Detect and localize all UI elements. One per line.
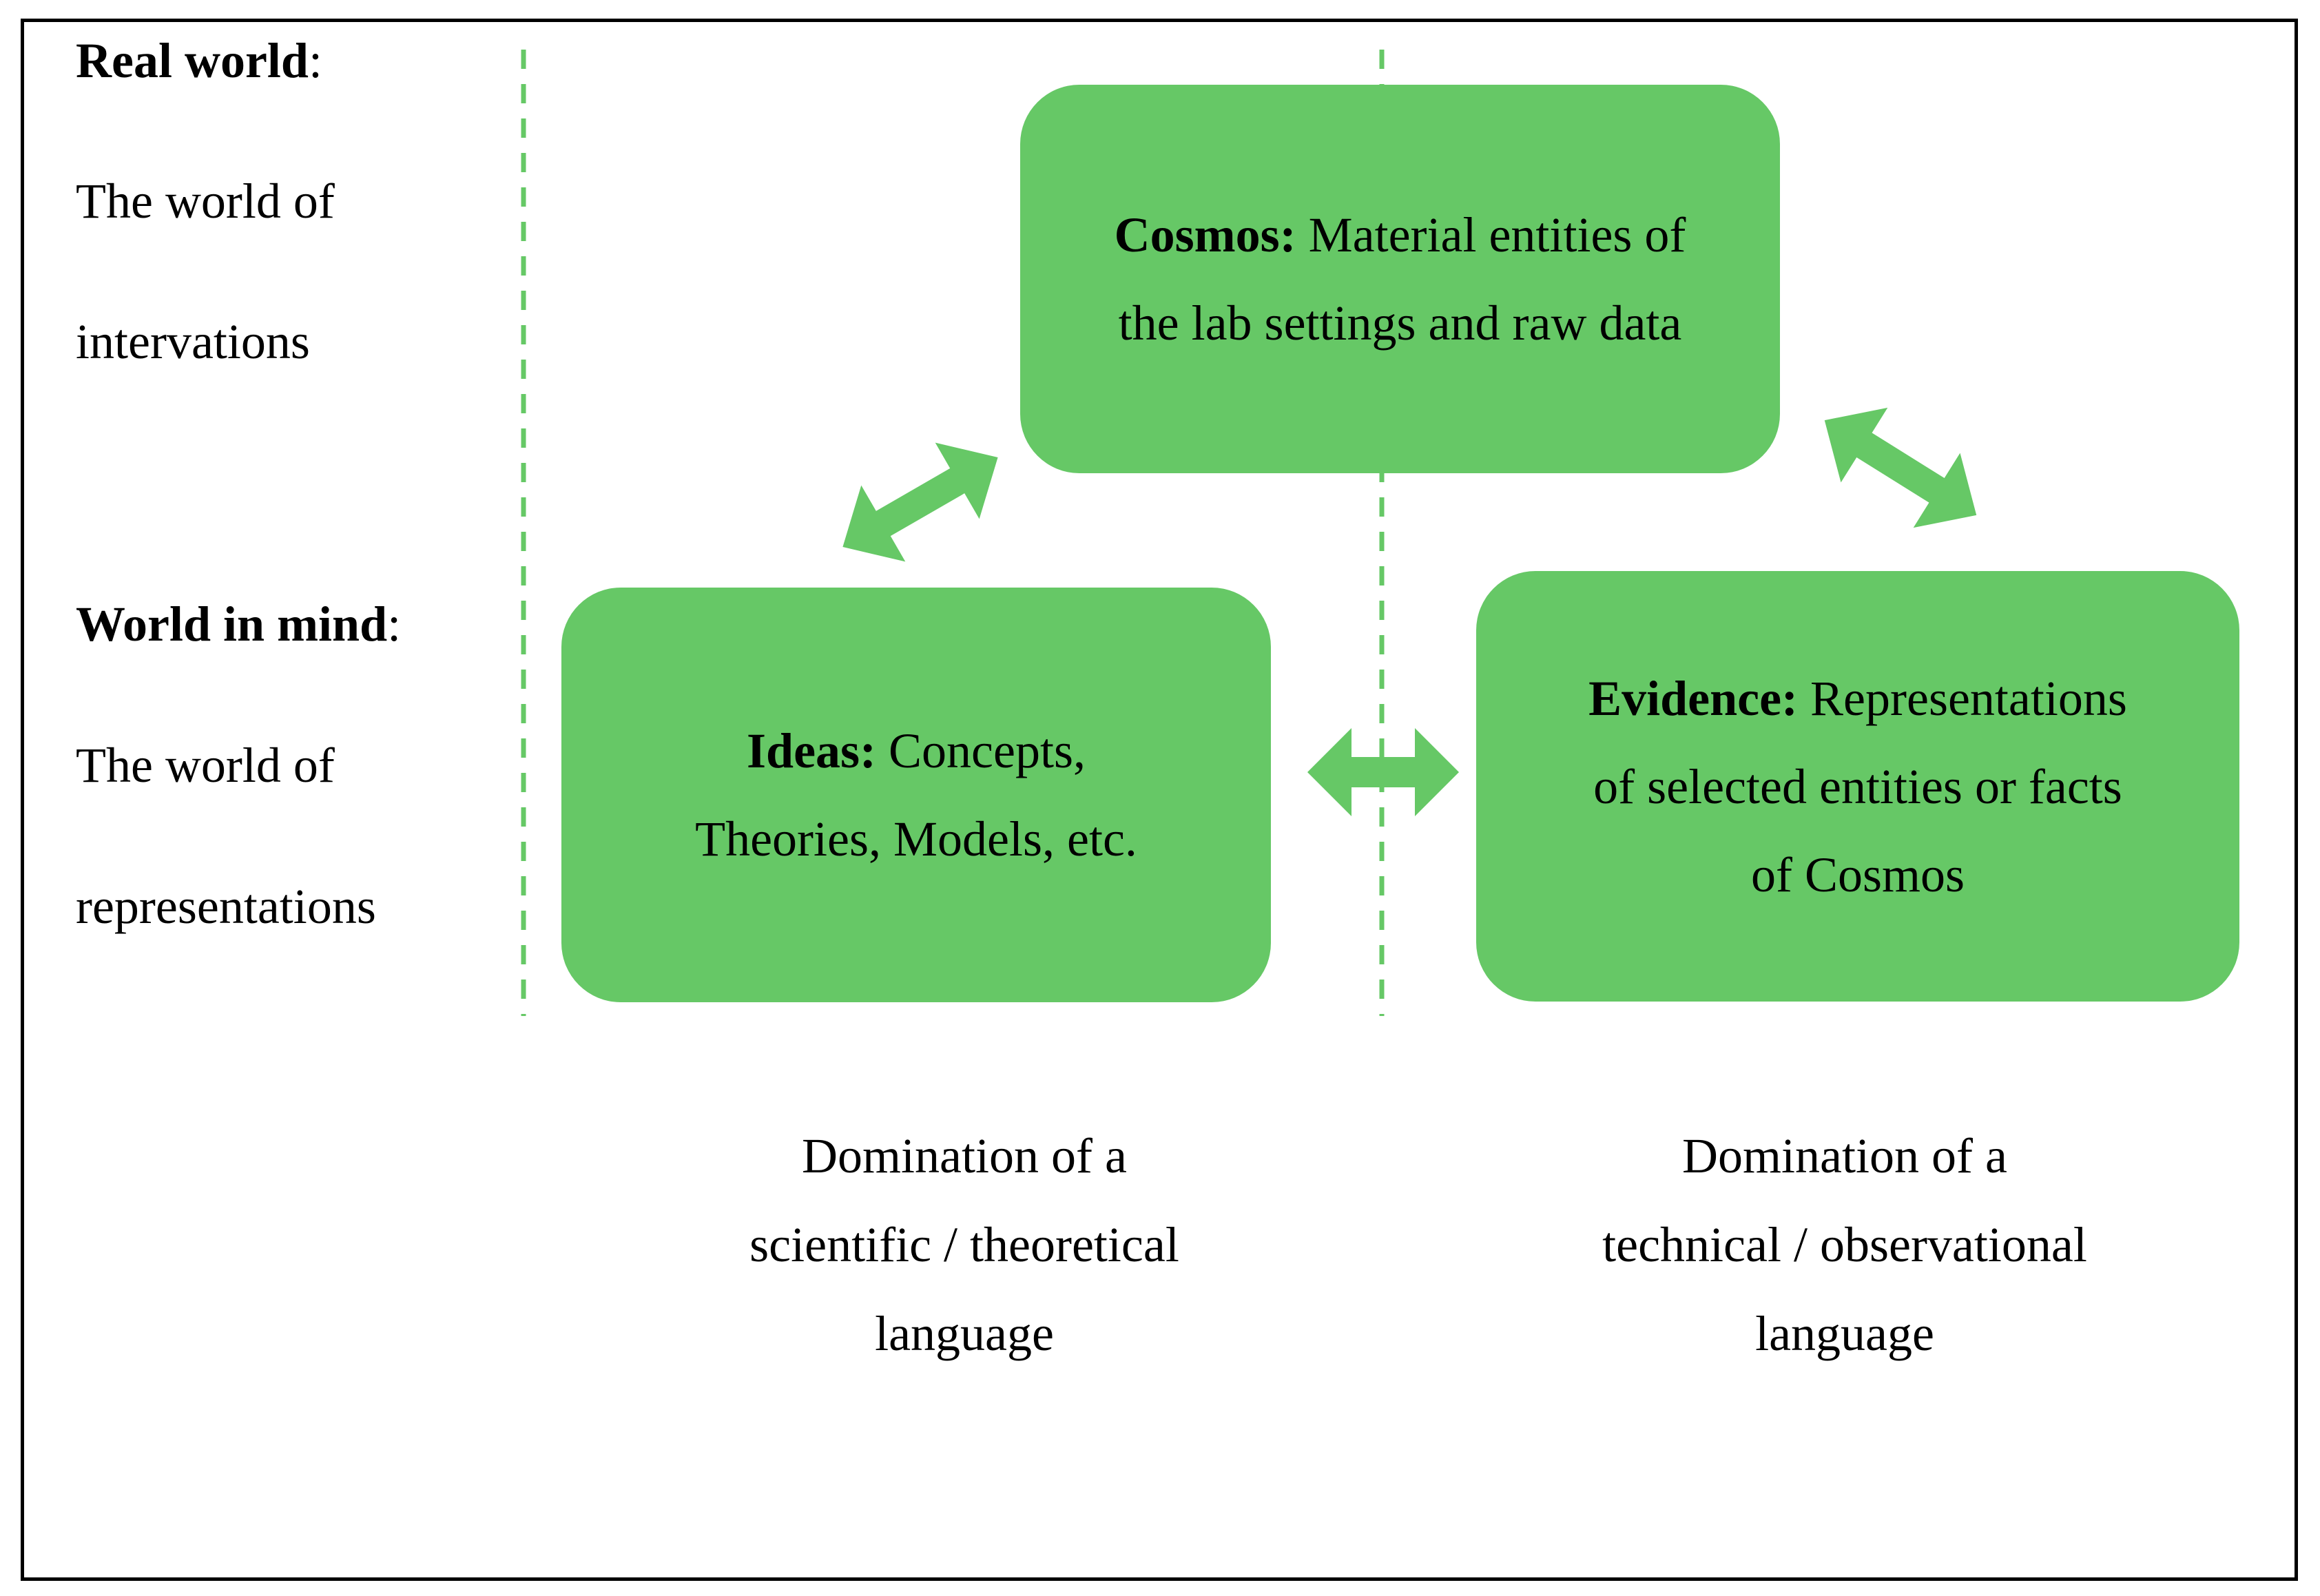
caption-left-line2: scientific / theoretical — [749, 1217, 1179, 1272]
node-ideas: Ideas: Concepts, Theories, Models, etc. — [561, 588, 1271, 1002]
cosmos-line1: Cosmos: Material entities of — [1115, 191, 1686, 279]
arrow-cosmos-evidence — [1824, 407, 1977, 528]
mind-desc-line2: representations — [76, 879, 376, 934]
mind-colon: : — [387, 597, 402, 652]
evidence-line2: of selected entities or facts — [1593, 758, 2122, 814]
real-world-desc-line1: The world of — [76, 174, 335, 229]
real-world-title: Real world — [76, 33, 309, 88]
arrow-ideas-cosmos — [842, 442, 998, 562]
mind-desc-line1: The world of — [76, 738, 335, 793]
real-world-heading: Real world: — [76, 36, 322, 85]
mind-heading: World in mind: — [76, 599, 401, 649]
evidence-line1: Evidence: Representations — [1588, 654, 2127, 743]
caption-right-line1: Domination of a — [1682, 1128, 2007, 1183]
caption-right-line3: language — [1755, 1306, 1934, 1361]
ideas-line2: Theories, Models, etc. — [695, 811, 1137, 867]
caption-left-line1: Domination of a — [802, 1128, 1127, 1183]
real-world-colon: : — [308, 33, 322, 88]
mind-title: World in mind — [76, 597, 388, 652]
ideas-line1: Ideas: Concepts, — [695, 707, 1137, 795]
caption-left: Domination of a scientific / theoretical… — [654, 1112, 1274, 1378]
evidence-line3: of Cosmos — [1750, 847, 1965, 902]
cosmos-line2: the lab settings and raw data — [1118, 296, 1682, 351]
caption-right: Domination of a technical / observationa… — [1535, 1112, 2155, 1378]
node-cosmos: Cosmos: Material entities of the lab set… — [1020, 85, 1780, 473]
evidence-label: Evidence: — [1588, 670, 1799, 726]
node-evidence: Evidence: Representations of selected en… — [1476, 571, 2239, 1002]
cosmos-label: Cosmos: — [1114, 207, 1296, 262]
ideas-label: Ideas: — [747, 723, 877, 778]
diagram-frame — [21, 19, 2298, 1581]
caption-right-line2: technical / observational — [1602, 1217, 2087, 1272]
evidence-text1: Representations — [1798, 670, 2127, 726]
ideas-text1: Concepts, — [876, 723, 1086, 778]
arrow-ideas-evidence — [1307, 728, 1459, 816]
cosmos-text1: Material entities of — [1296, 207, 1686, 262]
real-world-desc-line2: intervations — [76, 314, 310, 369]
caption-left-line3: language — [875, 1306, 1054, 1361]
